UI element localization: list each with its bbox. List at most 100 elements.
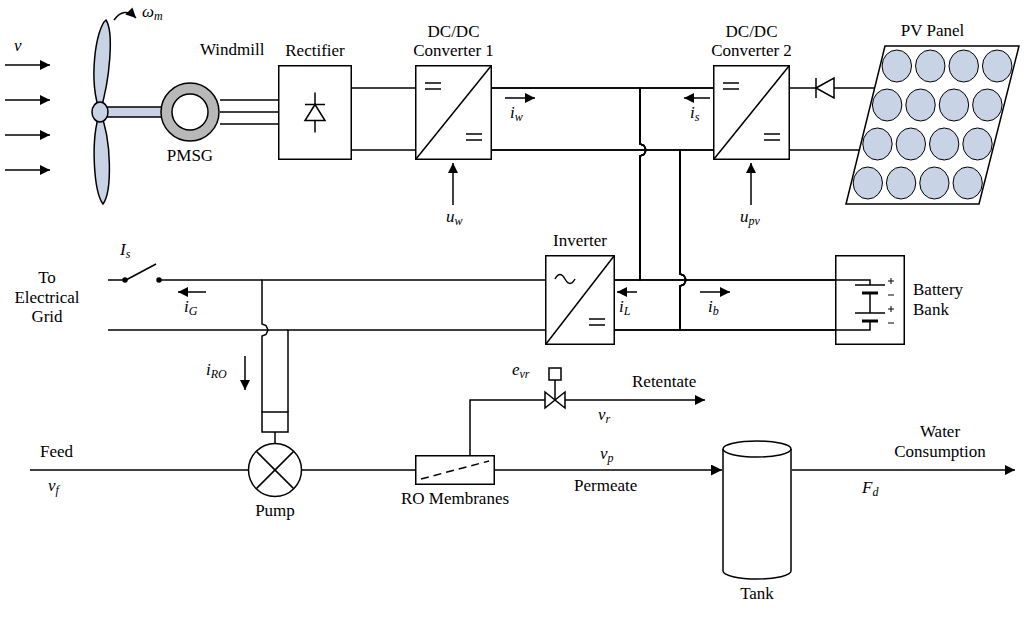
shape-outline xyxy=(545,255,615,345)
shape-outline xyxy=(248,412,302,497)
wire xyxy=(288,330,545,412)
feed-pipe xyxy=(30,469,248,471)
solar-cell xyxy=(853,167,882,199)
shape-outline xyxy=(845,45,1020,205)
switch-blade xyxy=(126,264,156,280)
part-name: Feed xyxy=(40,442,73,462)
box-outline xyxy=(279,66,352,160)
signal-name: Is xyxy=(120,240,130,260)
signal-name: ωm xyxy=(142,2,163,22)
battery-cell xyxy=(855,284,885,286)
solar-cell xyxy=(872,89,901,121)
control-arrow xyxy=(750,163,752,205)
generator-rotor xyxy=(172,94,208,130)
solar-cell xyxy=(916,50,945,82)
signal-name: iL xyxy=(619,297,630,317)
diode-symbol xyxy=(305,105,325,121)
dc-symbol xyxy=(723,82,739,84)
wire xyxy=(302,469,415,471)
shape-outline xyxy=(722,440,792,580)
solar-cell xyxy=(930,128,959,160)
box-outline xyxy=(714,66,790,160)
node-title: Tank xyxy=(740,584,774,604)
rotation-arrow xyxy=(114,12,136,20)
signal-name: iw xyxy=(510,103,523,123)
wire xyxy=(495,469,722,471)
shape-outline xyxy=(415,455,495,485)
retentate-pipe xyxy=(565,399,705,401)
dc-symbol xyxy=(764,133,780,135)
converter-diagonal xyxy=(714,66,789,159)
wire xyxy=(790,149,845,151)
signal-name: uw xyxy=(446,207,463,227)
signal-name: iG xyxy=(184,297,197,317)
switch-contact xyxy=(123,278,127,282)
converter-diagonal xyxy=(546,256,614,344)
shape-outline xyxy=(415,65,492,160)
wire xyxy=(220,123,278,125)
battery-box: Battery Bank xyxy=(835,255,905,345)
signal-name: evr xyxy=(512,360,530,380)
current-arrow xyxy=(505,97,535,99)
inverter-box: Inverter xyxy=(545,255,615,345)
converter-box: DC/DC Converter 1 xyxy=(415,65,492,160)
signal-name: vp xyxy=(600,444,614,464)
solar-cell xyxy=(920,167,949,199)
grid-wire xyxy=(108,329,288,331)
shape-outline xyxy=(278,65,352,160)
wire xyxy=(262,280,545,412)
node-title: DC/DC Converter 2 xyxy=(702,22,802,61)
battery-cell xyxy=(862,320,878,323)
battery-cell xyxy=(862,292,878,295)
wire-connector xyxy=(615,88,713,330)
turbine-shaft xyxy=(106,107,162,117)
dc-symbol xyxy=(589,324,605,326)
rectifier-box: Rectifier xyxy=(278,65,352,160)
wind-arrow xyxy=(5,99,50,101)
node-title: Rectifier xyxy=(285,41,344,61)
shape-outline xyxy=(835,255,905,345)
part-name: Windmill xyxy=(200,40,264,60)
wire xyxy=(492,88,646,280)
turbine-hub xyxy=(92,102,108,122)
solar-cell xyxy=(963,128,992,160)
turbine-blade xyxy=(94,20,110,112)
converter-diagonal xyxy=(416,66,491,159)
solar-cell xyxy=(973,89,1002,121)
signal-name: vr xyxy=(598,405,610,425)
diode-bar xyxy=(815,78,817,98)
solar-cell xyxy=(939,89,968,121)
panel-lead xyxy=(845,149,859,151)
node-title: Battery Bank xyxy=(913,280,988,319)
current-arrow xyxy=(178,291,206,293)
solar-cell xyxy=(949,50,978,82)
wire xyxy=(492,150,835,330)
dc-symbol xyxy=(764,139,780,141)
polarity-mark xyxy=(888,278,894,295)
box-outline xyxy=(416,456,495,485)
pv-panel: PV Panel xyxy=(845,45,1020,205)
solar-cell xyxy=(886,167,915,199)
dc-symbol xyxy=(589,318,605,320)
retentate-pipe xyxy=(470,400,545,455)
wire-connector xyxy=(302,470,415,471)
pump-cross xyxy=(257,452,294,489)
box-outline xyxy=(836,256,905,345)
shape-outline xyxy=(713,65,790,160)
wire xyxy=(220,99,278,101)
dc-symbol xyxy=(425,82,441,84)
signal-name: v xyxy=(14,36,22,56)
wire xyxy=(352,87,415,89)
dc-symbol xyxy=(466,139,482,141)
node-title: Inverter xyxy=(553,231,607,251)
part-name: Retentate xyxy=(632,372,696,392)
node-title: Pump xyxy=(255,501,295,521)
diode-symbol xyxy=(816,78,834,98)
wire-connector xyxy=(262,280,545,412)
wire xyxy=(352,149,415,151)
wind-arrow xyxy=(5,134,50,136)
wire-connector xyxy=(220,100,278,124)
current-arrow xyxy=(617,291,637,293)
solar-cell xyxy=(953,167,982,199)
